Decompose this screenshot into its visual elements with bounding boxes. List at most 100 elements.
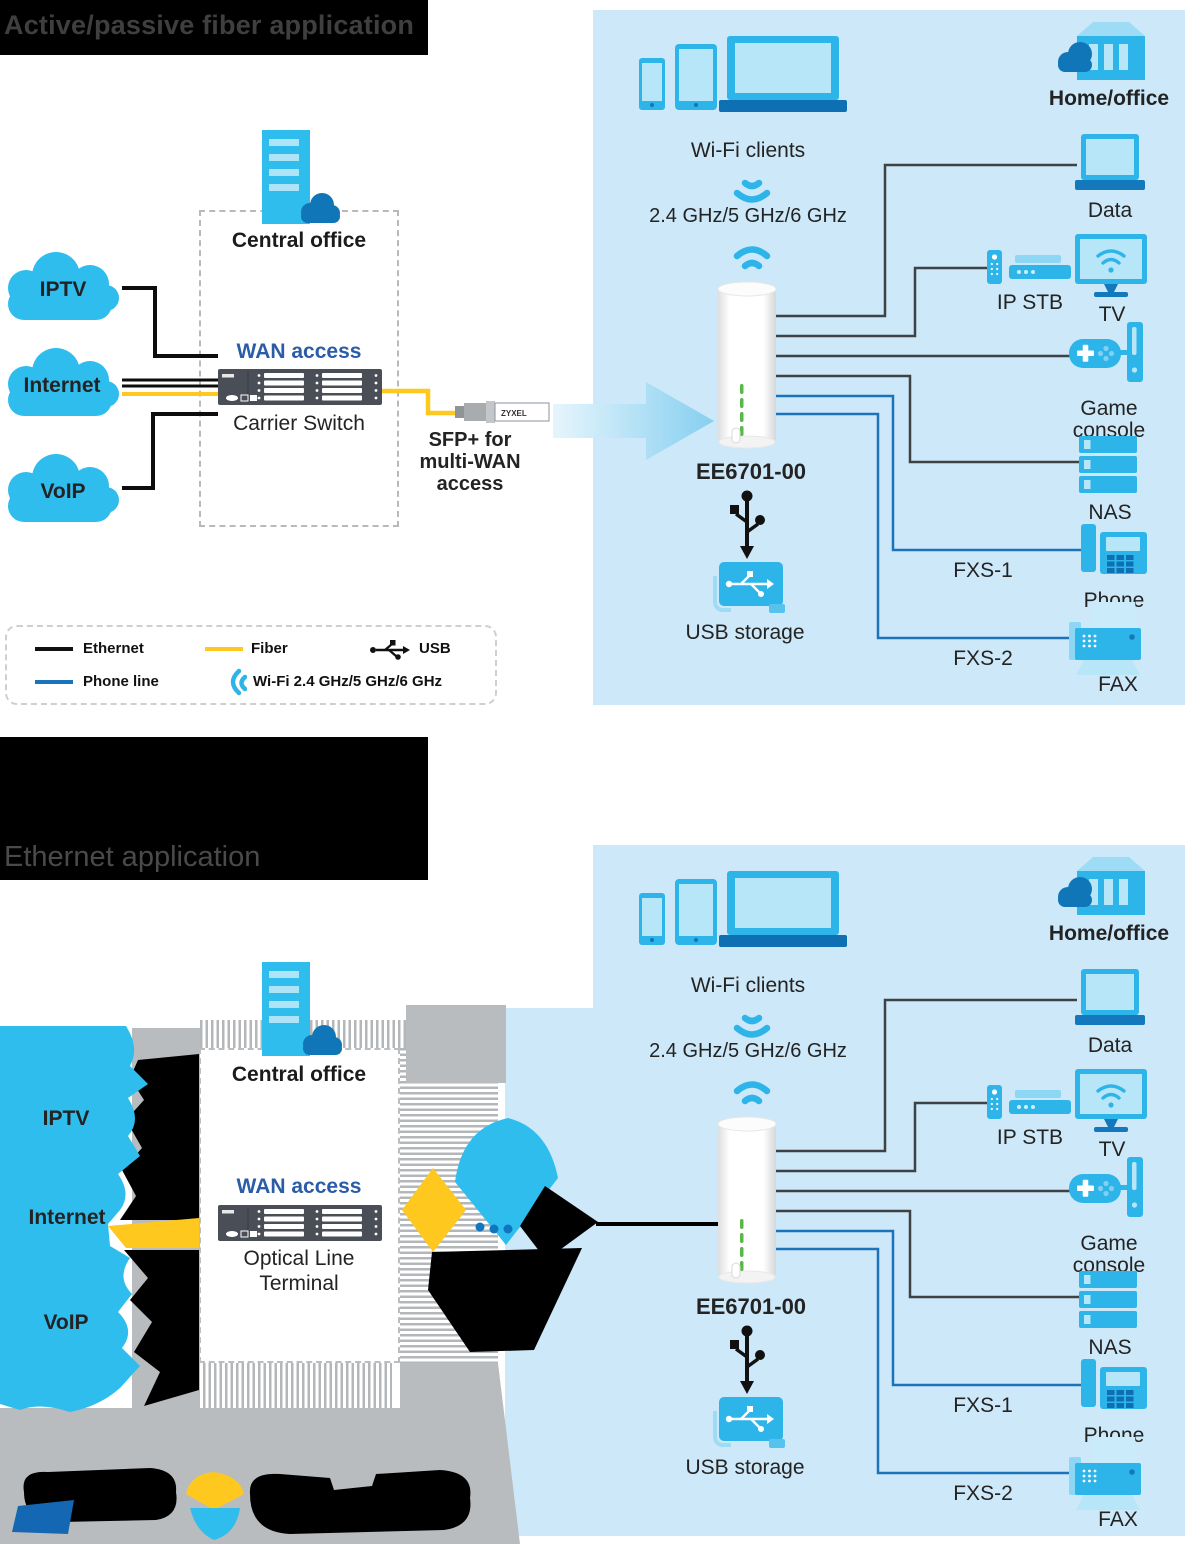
sfp-brand-label: ZYXEL [501,409,527,418]
fxs1-label: FXS-1 [953,559,1013,582]
game-console-icon [1069,1157,1143,1217]
usb-storage-icon [713,562,785,613]
smartphone-icon [639,58,665,110]
ethernet-section-title: Ethernet application [4,841,261,873]
phone-line-fxs2 [775,412,1077,640]
cloud-icon [1058,877,1092,907]
wan-access-label: WAN access [236,340,362,363]
fax-icon [1069,1437,1141,1510]
legend-ethernet-label: Ethernet [83,640,144,657]
internet-cloud-label: Internet [23,374,101,397]
glitch-stripes-right [400,1048,498,1363]
router-leds [740,1219,744,1271]
ip-stb-icon [987,1085,1071,1119]
fiber-title-bar [0,0,428,55]
ip-stb-label: IP STB [996,1126,1064,1149]
ethernet-line-ipstb-tv [775,266,991,338]
sfp-label-line2: multi-WAN [419,451,521,473]
legend-wifi-label: Wi-Fi 2.4 GHz/5 GHz/6 GHz [253,673,443,690]
voip-cloud-label: VoIP [40,480,86,503]
fxs1-label: FXS-1 [953,1394,1013,1417]
game-console-icon [1069,322,1143,382]
fax-icon [1069,602,1141,675]
tv-label: TV [1098,1138,1126,1161]
glitch-gray-band [132,1028,200,1412]
router-button [731,1262,741,1279]
tv-icon [1075,1069,1147,1132]
fxs2-label: FXS-2 [953,1482,1013,1505]
ethernet-line-data [775,998,1077,1153]
wifi-clients-icons [639,871,847,947]
wifi-signal-up-icon [733,1081,771,1105]
nas-label: NAS [1088,1336,1132,1359]
glitch-black-jag-lower [124,1250,199,1406]
wifi-signal-up-icon [733,246,771,270]
router-model-label: EE6701-00 [695,1294,807,1319]
ip-stb-icon [987,250,1071,284]
olt-label-line2: Terminal [259,1272,339,1295]
cloud-icon [1058,42,1092,72]
nas-icon [1079,436,1137,493]
glitch-legend-blob-2 [249,1470,471,1534]
olt-label-line1: Optical Line [243,1247,355,1270]
ip-stb-label: IP STB [996,291,1064,314]
router-ee6701-icon [717,1116,777,1284]
sfp-module-icon: ZYXEL [455,401,550,423]
central-office-label-bottom: Central office [231,1063,367,1086]
glitch-stripes-bottom [192,1363,392,1412]
wan-access-label-bottom: WAN access [236,1175,362,1198]
voip-label-bottom: VoIP [43,1311,89,1334]
wifi-clients-icons [639,36,847,112]
home-office-label: Home/office [1048,87,1170,110]
internet-label-bottom: Internet [28,1206,106,1229]
usb-icon [730,1325,765,1394]
game-label-line1: Game [1080,1232,1138,1255]
ghz-label: 2.4 GHz/5 GHz/6 GHz [649,1040,847,1062]
iptv-label-bottom: IPTV [42,1107,90,1130]
carrier-switch-label: Carrier Switch [233,412,365,435]
glitch-legend-yellow [186,1472,244,1510]
wifi-signal-down-icon [733,1014,771,1038]
ethernet-line-nas [775,1209,1082,1299]
wifi-clients-label: Wi-Fi clients [690,139,806,162]
usb-legend-icon [370,640,410,660]
glitch-black-jag-upper [120,1054,199,1220]
router-model-label: EE6701-00 [695,459,807,484]
fxs2-label: FXS-2 [953,647,1013,670]
glitch-panel-fill [505,1008,595,1536]
phone-line-fxs1 [775,1229,1085,1387]
phone-line-fxs1 [775,394,1085,552]
legend: Ethernet Fiber USB Phone line Wi-Fi 2.4 … [5,625,497,705]
fiber-line-sample [205,647,243,651]
olt-icon [218,1205,382,1241]
wifi-legend-icon [230,668,247,696]
data-laptop-icon [1075,134,1145,190]
carrier-switch-icon [218,369,382,405]
legend-usb-label: USB [419,640,451,657]
router-ee6701-icon [717,281,777,449]
usb-storage-label: USB storage [685,621,805,644]
home-network-panel-fiber: Wi-Fi clients 2.4 GHz/5 GHz/6 GHz E [593,10,1185,705]
ethernet-line-ipstb-tv [775,1101,991,1173]
usb-storage-label: USB storage [685,1456,805,1479]
wifi-signal-down-icon [733,179,771,203]
sfp-label-line3: access [436,473,504,495]
tv-label: TV [1098,303,1126,326]
home-network-panel-ethernet: Wi-Fi clients 2.4 GHz/5 GHz/6 GHz E [593,845,1185,1536]
fax-label: FAX [1098,673,1138,696]
sfp-label-line1: SFP+ for [428,429,512,451]
nas-icon [1079,1271,1137,1328]
ethernet-line-data [775,163,1077,318]
glitch-legend-cyan [190,1508,240,1540]
home-office-icon [1058,857,1145,915]
legend-fiber-label: Fiber [251,640,288,657]
game-label-line1: Game [1080,397,1138,420]
phone-line-sample [35,680,73,684]
tablet-icon [675,879,717,945]
data-laptop-icon [1075,969,1145,1025]
ethernet-line-sample [35,647,73,651]
central-office-label: Central office [231,229,367,252]
laptop-icon [719,871,847,947]
home-office-icon [1058,22,1145,80]
